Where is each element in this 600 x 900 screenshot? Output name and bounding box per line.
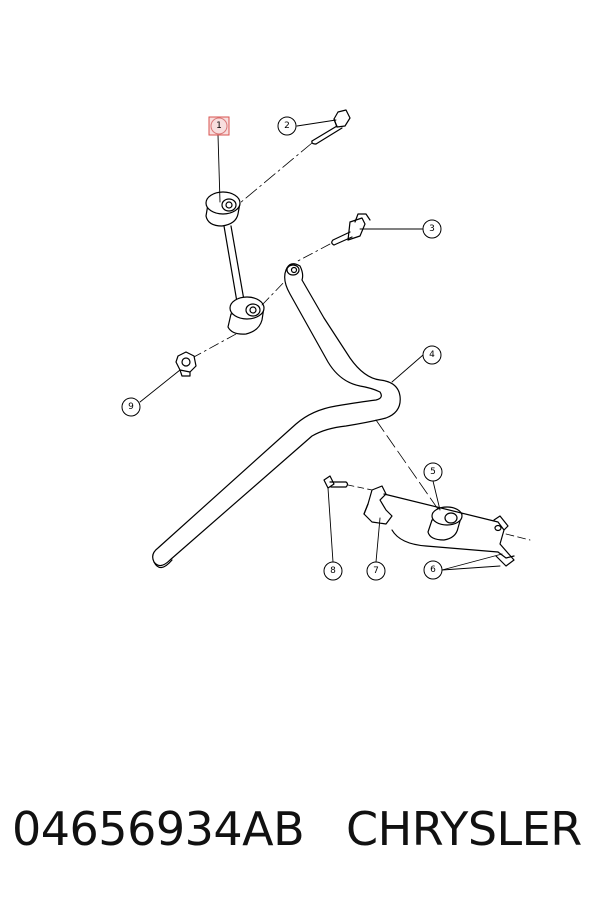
- callout-label-4: 4: [429, 350, 435, 360]
- center-line-nut: [191, 333, 237, 359]
- footer: 04656934AB CHRYSLER: [0, 790, 600, 880]
- callout-3[interactable]: 3: [422, 219, 442, 239]
- callout-label-1: 1: [216, 121, 222, 131]
- exploded-parts-diagram: 1 2 3 4 5 6 7 8 9: [121, 109, 531, 581]
- stabilizer-link-part-1: [205, 191, 265, 335]
- flag-bolt-part-3: [331, 213, 371, 246]
- callout-1[interactable]: 1: [208, 116, 230, 136]
- callout-label-5: 5: [430, 467, 436, 477]
- center-line-bolt-3: [295, 243, 331, 263]
- nut-part-9: [175, 351, 197, 377]
- callout-label-8: 8: [330, 566, 336, 576]
- bolt-part-8: [323, 475, 349, 489]
- callout-label-6: 6: [430, 565, 436, 575]
- center-line-clamp: [505, 533, 531, 541]
- center-line-bolt-8: [347, 484, 373, 491]
- bolt-part-2: [311, 109, 351, 145]
- retainer-part-7: [363, 485, 393, 525]
- callout-9[interactable]: 9: [121, 397, 141, 417]
- callout-4[interactable]: 4: [422, 345, 442, 365]
- callout-5[interactable]: 5: [423, 462, 443, 482]
- center-line-bolt: [239, 142, 313, 204]
- part-number: 04656934AB: [12, 802, 305, 856]
- leader-lines: [139, 119, 503, 571]
- center-line-bar-bushing: [375, 419, 441, 513]
- callout-label-7: 7: [373, 566, 379, 576]
- center-line-link-bar: [261, 277, 289, 306]
- clamp-part-6: [383, 493, 515, 567]
- callout-label-3: 3: [429, 224, 435, 234]
- brand-name: CHRYSLER: [346, 802, 582, 856]
- callout-2[interactable]: 2: [277, 116, 297, 136]
- callout-label-9: 9: [128, 402, 134, 412]
- sway-bar-part-4: [152, 263, 401, 569]
- callout-label-2: 2: [284, 121, 290, 131]
- callout-6[interactable]: 6: [423, 560, 443, 580]
- callout-7[interactable]: 7: [366, 561, 386, 581]
- callout-8[interactable]: 8: [323, 561, 343, 581]
